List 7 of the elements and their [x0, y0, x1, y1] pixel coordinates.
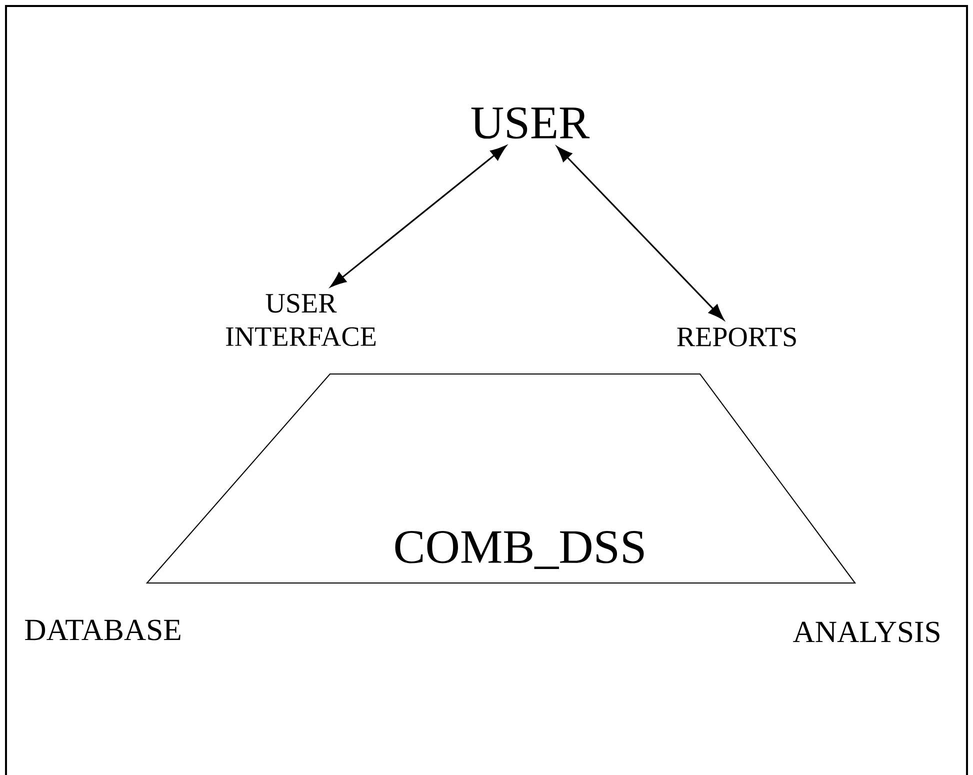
double-arrow: [556, 146, 724, 320]
corner-label: DATABASE: [25, 620, 180, 640]
user-label: USER: [471, 107, 590, 139]
double-arrow: [330, 145, 506, 288]
interface-label: USER INTERFACE: [226, 294, 376, 346]
reports-label: REPORTS: [677, 328, 796, 346]
corner-label: ANALYSIS: [793, 622, 940, 642]
